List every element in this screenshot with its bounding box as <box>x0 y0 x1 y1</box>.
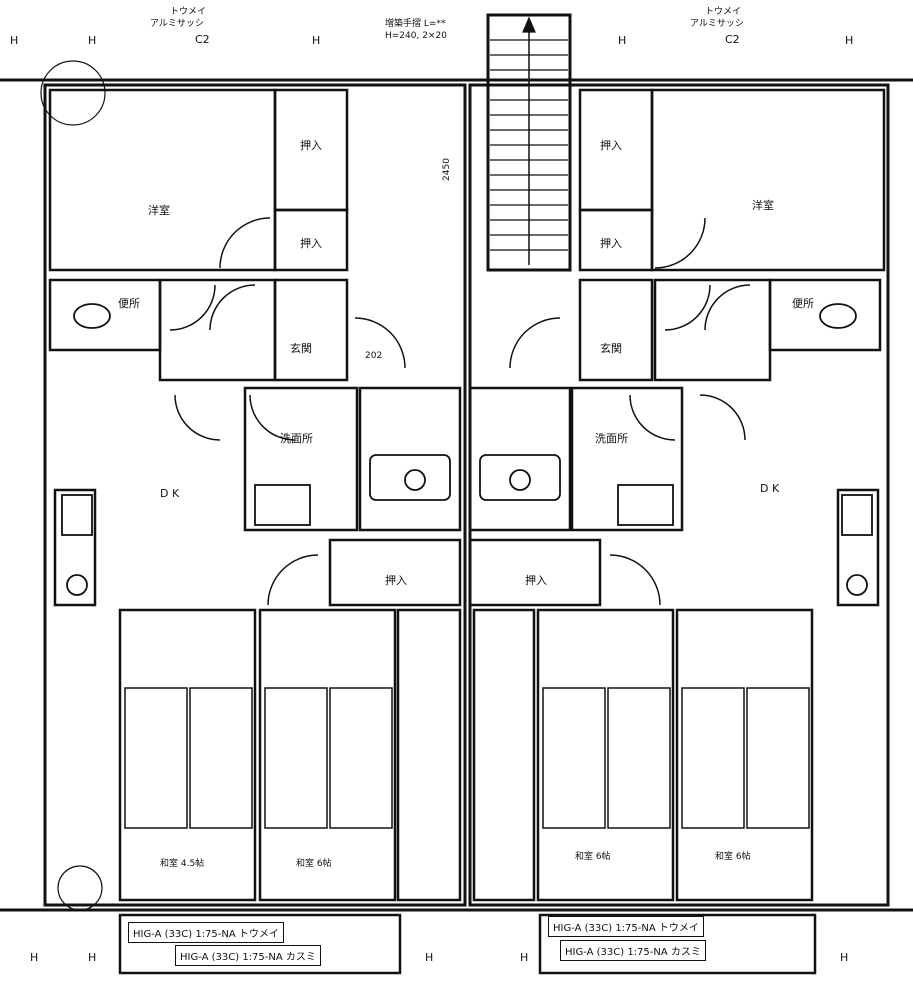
bathtub-icon <box>369 454 451 501</box>
top-left-note-1: トウメイ <box>170 7 207 17</box>
stove-icon <box>846 574 868 596</box>
stove-icon <box>66 574 88 596</box>
room-dk-right: D K <box>760 482 780 495</box>
room-genkan-left: 玄関 <box>290 342 312 355</box>
room-senmen-right: 洗面所 <box>595 432 628 445</box>
stair-height-dim: 2450 <box>441 158 452 181</box>
stair-treads <box>490 16 568 265</box>
room-yoshitsu-left: 洋室 <box>148 204 170 217</box>
room-oshiire: 押入 <box>525 574 547 587</box>
h-mark: H <box>618 34 627 47</box>
room-dk-left: D K <box>160 487 180 500</box>
center-note-2: H=240, 2×20 <box>385 31 447 41</box>
room-oshiire: 押入 <box>300 139 322 152</box>
top-right-note-1: トウメイ <box>705 7 742 17</box>
door-swings <box>169 217 751 606</box>
sink-icon <box>61 494 93 536</box>
h-mark: H <box>88 34 97 47</box>
top-left-code: C2 <box>195 33 210 46</box>
room-senmen-left: 洗面所 <box>280 432 313 445</box>
bathtub-icon <box>479 454 561 501</box>
room-yoshitsu-right: 洋室 <box>752 199 774 212</box>
left-unit-outline <box>43 83 467 907</box>
walls <box>0 13 913 912</box>
room-washitsu-6: 和室 6帖 <box>575 852 611 862</box>
fixtures <box>40 60 873 911</box>
sink-icon <box>841 494 873 536</box>
h-mark: H <box>88 951 97 964</box>
washer-icon <box>254 484 311 526</box>
h-mark: H <box>312 34 321 47</box>
top-right-note-2: アルミサッシ <box>690 19 744 29</box>
room-genkan-right: 玄関 <box>600 342 622 355</box>
h-mark: H <box>30 951 39 964</box>
room-oshiire: 押入 <box>600 237 622 250</box>
room-toilet-right: 便所 <box>792 297 814 310</box>
h-mark: H <box>425 951 434 964</box>
stair-dim: 202 <box>365 351 383 361</box>
room-toilet-left: 便所 <box>118 297 140 310</box>
h-mark: H <box>840 951 849 964</box>
room-oshiire: 押入 <box>385 574 407 587</box>
top-right-code: C2 <box>725 33 740 46</box>
toilet-icon <box>73 303 111 329</box>
spec-label-left-1: HIG-A (33C) 1:75-NA トウメイ <box>128 922 284 943</box>
tatami-mats <box>124 687 810 829</box>
room-washitsu-4: 和室 4.5帖 <box>160 859 205 869</box>
room-washitsu-6: 和室 6帖 <box>296 859 332 869</box>
stair-enclosure <box>486 13 572 272</box>
toilet-icon <box>819 303 857 329</box>
spec-label-right-2: HIG-A (33C) 1:75-NA カスミ <box>560 940 706 961</box>
top-left-note-2: アルミサッシ <box>150 19 204 29</box>
room-oshiire: 押入 <box>300 237 322 250</box>
right-unit-outline <box>468 83 890 907</box>
interior-walls <box>48 88 886 975</box>
washer-icon <box>617 484 674 526</box>
room-oshiire: 押入 <box>600 139 622 152</box>
spec-label-right-1: HIG-A (33C) 1:75-NA トウメイ <box>548 916 704 937</box>
h-mark: H <box>10 34 19 47</box>
h-mark: H <box>845 34 854 47</box>
h-mark: H <box>520 951 529 964</box>
center-note-1: 増築手摺 L=** <box>385 19 446 29</box>
spec-label-left-2: HIG-A (33C) 1:75-NA カスミ <box>175 945 321 966</box>
room-washitsu-6: 和室 6帖 <box>715 852 751 862</box>
